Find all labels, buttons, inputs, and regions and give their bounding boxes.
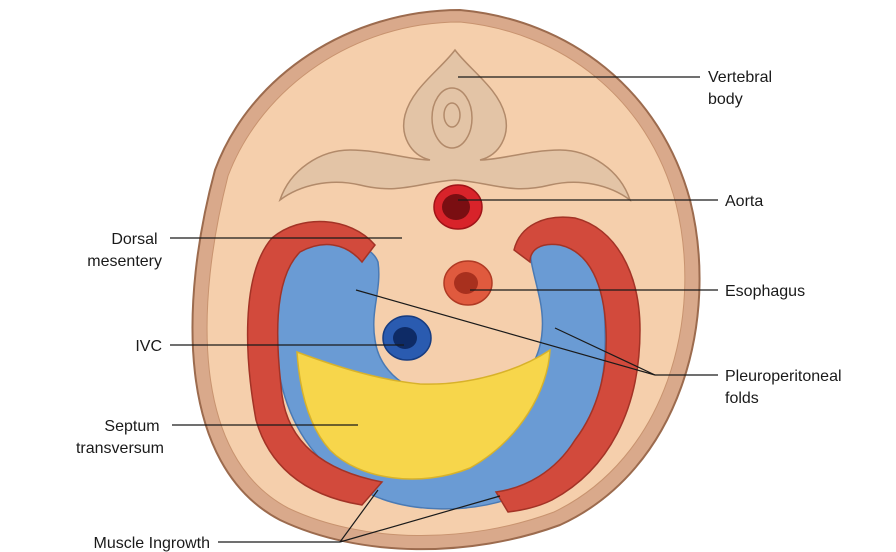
label-ivc: IVC xyxy=(135,338,162,355)
ivc xyxy=(383,316,431,360)
aorta xyxy=(434,185,482,229)
esophagus xyxy=(444,261,492,305)
label-esophagus: Esophagus xyxy=(725,283,805,300)
label-aorta: Aorta xyxy=(725,193,763,210)
label-pleuroperitoneal-folds: Pleuroperitoneal folds xyxy=(725,368,846,407)
label-muscle-ingrowth: Muscle Ingrowth xyxy=(94,535,211,552)
label-septum-transversum: Septum transversum xyxy=(76,418,164,457)
label-vertebral-body: Vertebral body xyxy=(708,69,777,108)
label-dorsal-mesentery: Dorsal mesentery xyxy=(87,231,162,270)
